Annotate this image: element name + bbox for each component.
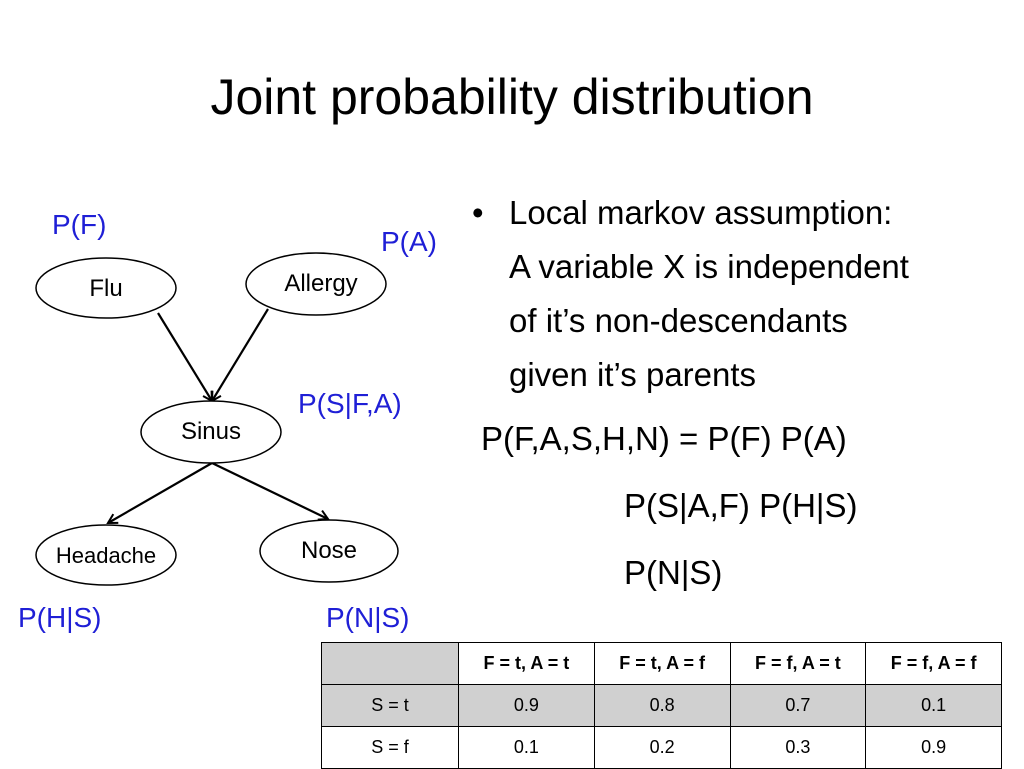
table-header-cell: F = f, A = f — [865, 642, 1002, 685]
table-cell: 0.8 — [593, 684, 731, 727]
edge-flu-sinus — [157, 312, 212, 401]
bullet-line: Local markov assumption: — [509, 194, 893, 231]
edge-allergy-sinus — [212, 308, 269, 401]
table-row: S = t 0.9 0.8 0.7 0.1 — [321, 684, 1002, 727]
prob-label-headache: P(H|S) — [18, 602, 102, 633]
node-allergy: Allergy — [245, 252, 387, 316]
table-cell: 0.9 — [865, 726, 1002, 769]
node-flu-label: Flu — [89, 275, 122, 302]
node-nose: Nose — [259, 519, 399, 583]
edge-sinus-nose — [211, 462, 328, 519]
table-row-label: S = f — [321, 726, 459, 769]
table-header-row: F = t, A = t F = t, A = f F = f, A = t F… — [321, 642, 1002, 685]
node-headache-label: Headache — [56, 543, 156, 568]
node-allergy-label: Allergy — [284, 270, 357, 297]
table-header-cell: F = t, A = f — [593, 642, 731, 685]
table-row-label: S = t — [321, 684, 459, 727]
table-cell: 0.3 — [729, 726, 867, 769]
slide-title: Joint probability distribution — [210, 69, 814, 125]
table-header-cell: F = t, A = t — [458, 642, 595, 685]
prob-label-flu: P(F) — [52, 209, 106, 240]
table-cell: 0.1 — [865, 684, 1002, 727]
node-nose-label: Nose — [301, 537, 357, 564]
node-flu: Flu — [35, 257, 177, 319]
equation-line-3: P(N|S) — [624, 554, 723, 591]
bullet-line: of it’s non-descendants — [509, 302, 848, 339]
edge-sinus-headache — [108, 462, 213, 523]
prob-label-sinus: P(S|F,A) — [298, 388, 402, 419]
table-cell: 0.1 — [458, 726, 595, 769]
table-header-cell: F = f, A = t — [729, 642, 867, 685]
prob-label-nose: P(N|S) — [326, 602, 410, 633]
table-cell: 0.9 — [458, 684, 595, 727]
bullet-icon: • — [472, 194, 484, 231]
node-headache: Headache — [35, 524, 177, 586]
bullet-text: Local markov assumption: A variable X is… — [509, 186, 1019, 402]
equation-line-1: P(F,A,S,H,N) = P(F) P(A) — [481, 420, 847, 457]
table-cell: 0.7 — [729, 684, 867, 727]
node-sinus-label: Sinus — [181, 418, 241, 445]
conditional-probability-table: F = t, A = t F = t, A = f F = f, A = t F… — [321, 642, 1002, 769]
prob-label-allergy: P(A) — [381, 226, 437, 257]
node-sinus: Sinus — [140, 400, 282, 464]
bullet-line: A variable X is independent — [509, 248, 909, 285]
bullet-line: given it’s parents — [509, 356, 757, 393]
equation-line-2: P(S|A,F) P(H|S) — [624, 487, 858, 524]
table-corner-cell — [321, 642, 459, 685]
table-row: S = f 0.1 0.2 0.3 0.9 — [321, 726, 1002, 769]
table-cell: 0.2 — [593, 726, 731, 769]
